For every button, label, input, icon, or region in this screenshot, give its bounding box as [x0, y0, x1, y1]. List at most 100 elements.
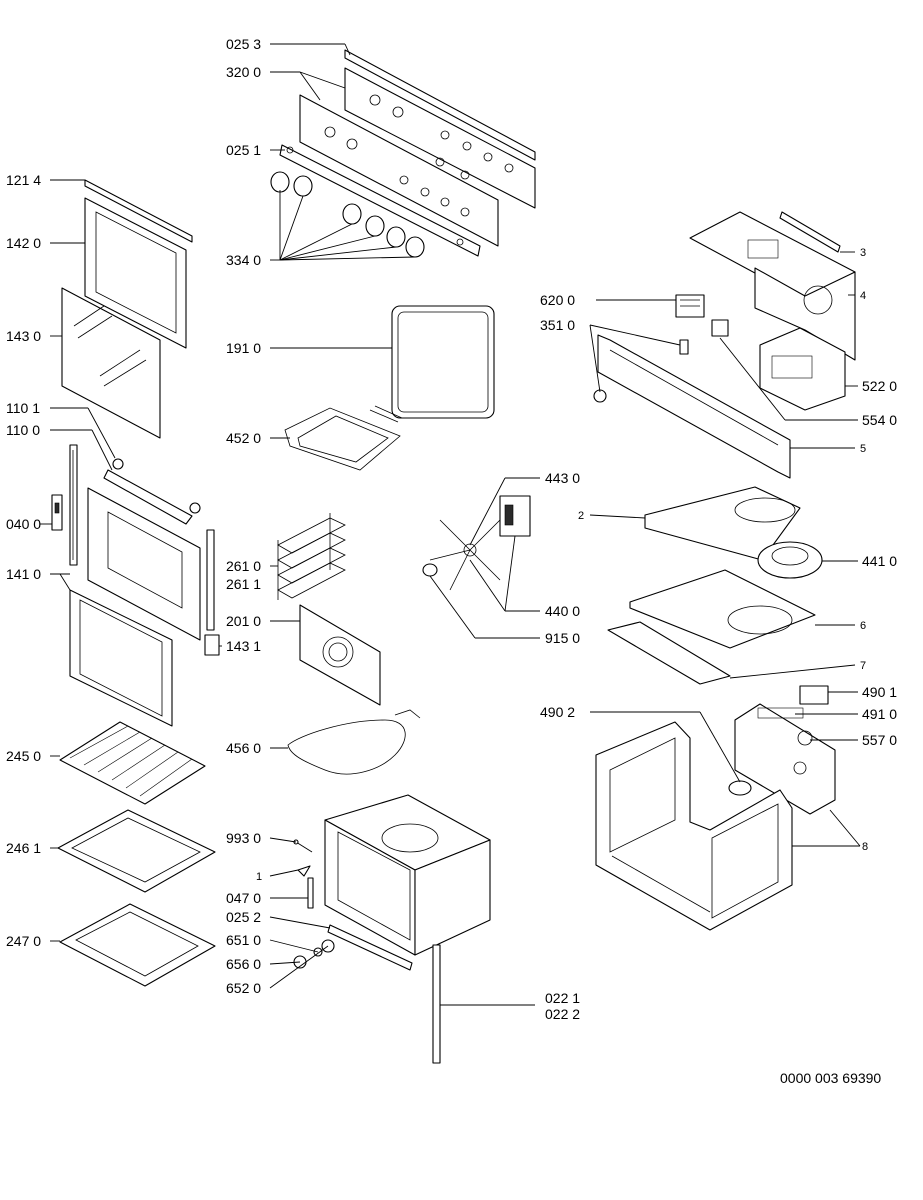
- label-651-0: 651 0: [226, 932, 261, 948]
- label-261-1: 261 1: [226, 576, 261, 592]
- leader-lines: [40, 43, 861, 1006]
- label-1: 1: [256, 871, 262, 883]
- cavity-lamp-screw: [293, 839, 313, 853]
- label-040-0: 040 0: [6, 516, 41, 532]
- label-025-3: 025 3: [226, 36, 261, 52]
- label-245-0: 245 0: [6, 748, 41, 764]
- label-025-2: 025 2: [226, 909, 261, 925]
- door-front-panel: [87, 487, 201, 641]
- control-panel-trim-strip: [344, 49, 536, 161]
- wire-rack: [59, 721, 206, 805]
- control-knobs: [270, 171, 425, 258]
- side-runner-strip: [432, 944, 441, 1064]
- label-490-1: 490 1: [862, 684, 897, 700]
- door-handle-end-caps: [112, 458, 201, 514]
- label-490-2: 490 2: [540, 704, 575, 720]
- label-246-1: 246 1: [6, 840, 41, 856]
- label-7: 7: [860, 660, 866, 672]
- shelf-runners: [277, 513, 346, 600]
- door-hinge-bracket: [204, 634, 220, 656]
- door-outer-glass: [84, 197, 187, 349]
- top-grill-element: [284, 405, 403, 471]
- document-number: 0000 003 69390: [780, 1070, 881, 1086]
- control-panel-front: [344, 67, 536, 209]
- label-620-0: 620 0: [540, 292, 575, 308]
- tangential-fan: [757, 541, 823, 579]
- knob-mounting-bracket: [279, 144, 481, 257]
- door-hinge-left: [69, 444, 78, 566]
- door-lock: [51, 494, 63, 531]
- rear-panel-electronics: [734, 703, 836, 815]
- top-bracket-3: [779, 211, 841, 253]
- label-121-4: 121 4: [6, 172, 41, 188]
- label-656-0: 656 0: [226, 956, 261, 972]
- label-491-0: 491 0: [862, 706, 897, 722]
- label-247-0: 247 0: [6, 933, 41, 949]
- label-4: 4: [860, 290, 866, 302]
- baking-tray: [57, 809, 216, 893]
- fan-impeller: [429, 519, 501, 591]
- label-143-1: 143 1: [226, 638, 261, 654]
- label-8: 8: [862, 841, 868, 853]
- fan-motor: [499, 495, 531, 537]
- door-top-profile: [84, 179, 193, 243]
- label-6: 6: [860, 620, 866, 632]
- label-334-0: 334 0: [226, 252, 261, 268]
- oven-door-seal: [391, 305, 495, 419]
- label-452-0: 452 0: [226, 430, 261, 446]
- cavity-clip: [297, 865, 311, 877]
- label-025-1: 025 1: [226, 142, 261, 158]
- label-2: 2: [578, 510, 584, 522]
- label-554-0: 554 0: [862, 412, 897, 428]
- label-915-0: 915 0: [545, 630, 580, 646]
- label-261-0: 261 0: [226, 558, 261, 574]
- circular-heating-element: [287, 709, 421, 775]
- label-141-0: 141 0: [6, 566, 41, 582]
- label-142-0: 142 0: [6, 235, 41, 251]
- thermostat: [679, 319, 729, 355]
- label-191-0: 191 0: [226, 340, 261, 356]
- oven-cavity: [324, 794, 491, 956]
- lamp-cover: [728, 780, 752, 796]
- door-inner-glass: [61, 287, 161, 439]
- label-110-0: 110 0: [6, 422, 40, 438]
- door-hinge-right: [206, 529, 215, 631]
- label-351-0: 351 0: [540, 317, 575, 333]
- label-143-0: 143 0: [6, 328, 41, 344]
- insulation-plate: [629, 569, 816, 649]
- door-gasket-frame: [69, 589, 173, 727]
- label-022-1: 022 1: [545, 990, 580, 1006]
- label-047-0: 047 0: [226, 890, 261, 906]
- label-201-0: 201 0: [226, 613, 261, 629]
- top-cover-plate: [644, 486, 801, 561]
- rear-fan-cover: [299, 604, 381, 706]
- cavity-bracket: [307, 877, 314, 909]
- label-3: 3: [860, 247, 866, 259]
- terminal-block: [675, 294, 705, 318]
- deep-roasting-pan: [59, 903, 216, 987]
- knob-assembly: [293, 939, 335, 969]
- label-456-0: 456 0: [226, 740, 261, 756]
- switch-component: [799, 685, 829, 705]
- part-labels: 025 3 320 0 025 1 334 0 121 4 142 0 143 …: [6, 36, 897, 1022]
- label-443-0: 443 0: [545, 470, 580, 486]
- label-022-2: 022 2: [545, 1006, 580, 1022]
- label-522-0: 522 0: [862, 378, 897, 394]
- label-441-0: 441 0: [862, 553, 897, 569]
- cavity-bottom-strip: [327, 924, 413, 971]
- control-board-frame: [593, 334, 791, 479]
- cooling-fan-housing: [689, 211, 856, 361]
- fan-nut: [422, 563, 438, 577]
- label-440-0: 440 0: [545, 603, 580, 619]
- label-110-1: 110 1: [6, 400, 40, 416]
- door-handle: [103, 469, 193, 525]
- label-5: 5: [860, 443, 866, 455]
- label-993-0: 993 0: [226, 830, 261, 846]
- outer-casing: [595, 721, 793, 931]
- label-320-0: 320 0: [226, 64, 261, 80]
- label-557-0: 557 0: [862, 732, 897, 748]
- label-652-0: 652 0: [226, 980, 261, 996]
- control-panel-fascia: [299, 94, 499, 247]
- air-deflector: [607, 621, 731, 685]
